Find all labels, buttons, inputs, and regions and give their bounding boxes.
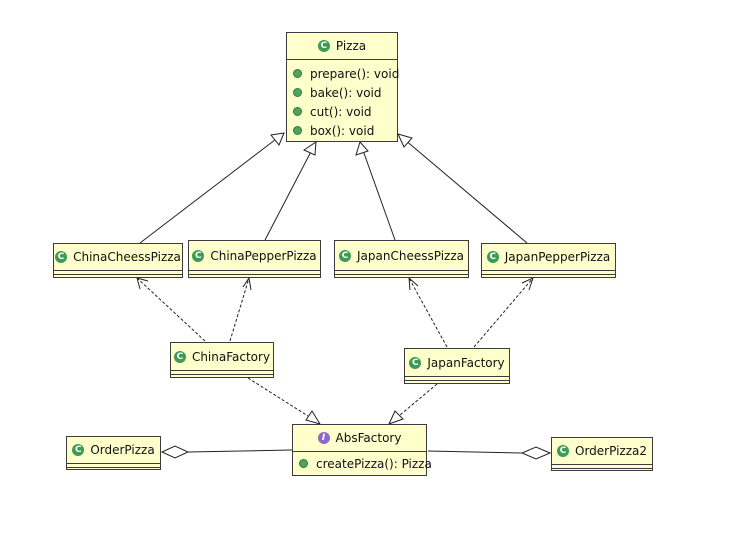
- divider: [405, 380, 509, 384]
- public-operation-icon: [299, 459, 308, 468]
- class-name: OrderPizza2: [575, 444, 647, 458]
- class-name: AbsFactory: [335, 431, 402, 445]
- public-operation-icon: [293, 69, 302, 78]
- operation-label: prepare(): void: [310, 66, 400, 81]
- divider: [54, 274, 182, 278]
- class-header: C ChinaCheessPizza: [54, 244, 182, 270]
- class-header: C ChinaPepperPizza: [189, 241, 320, 270]
- class-name: ChinaPepperPizza: [210, 248, 317, 263]
- class-name: ChinaFactory: [191, 349, 271, 364]
- class-header: C OrderPizza2: [552, 438, 652, 464]
- class-header: C OrderPizza: [67, 437, 160, 463]
- divider: [67, 463, 160, 467]
- class-japanpepperpizza[interactable]: C JapanPepperPizza: [481, 243, 616, 278]
- class-icon: C: [409, 356, 422, 369]
- class-name: JapanFactory: [427, 355, 505, 370]
- operation-label: bake(): void: [310, 85, 382, 100]
- edge-chinafactory-to-absfactory: [247, 377, 322, 425]
- divider: [552, 464, 652, 468]
- operation: prepare(): void: [287, 64, 400, 83]
- operation-label: box(): void: [310, 123, 375, 138]
- class-header: C JapanCheessPizza: [335, 241, 468, 270]
- class-name: JapanPepperPizza: [504, 250, 611, 264]
- class-icon: C: [317, 40, 330, 52]
- class-icon: C: [557, 445, 569, 457]
- edge-chinacheess-to-pizza: [139, 132, 285, 244]
- public-operation-icon: [293, 107, 302, 116]
- class-icon: C: [192, 249, 205, 262]
- class-header: C JapanPepperPizza: [482, 244, 615, 270]
- class-header: C Pizza: [287, 33, 397, 59]
- edge-chinafactory-to-chinacheess: [136, 277, 206, 342]
- interface-icon: I: [317, 432, 330, 444]
- divider: [287, 59, 397, 60]
- divider: [54, 270, 182, 274]
- edge-japanfactory-to-japancheess: [408, 276, 448, 348]
- public-operation-icon: [293, 88, 302, 97]
- operation-label: cut(): void: [310, 104, 372, 119]
- edge-chinapepper-to-pizza: [264, 141, 317, 241]
- edge-orderpizza2-to-absfactory: [427, 446, 552, 460]
- divider: [335, 270, 468, 274]
- edge-chinafactory-to-chinapepper: [229, 276, 252, 342]
- class-name: Pizza: [335, 39, 367, 53]
- class-name: OrderPizza: [90, 443, 155, 457]
- class-japanfactory[interactable]: C JapanFactory: [404, 348, 510, 384]
- divider: [405, 376, 509, 380]
- class-chinapepperpizza[interactable]: C ChinaPepperPizza: [188, 240, 321, 278]
- class-name: JapanCheessPizza: [357, 248, 464, 263]
- operation: createPizza(): Pizza: [293, 454, 432, 473]
- class-chinacheesspizza[interactable]: C ChinaCheessPizza: [53, 243, 183, 278]
- operation: cut(): void: [287, 102, 397, 121]
- divider: [189, 274, 320, 278]
- edge-orderpizza-to-absfactory: [160, 445, 293, 459]
- operation-label: createPizza(): Pizza: [316, 456, 432, 471]
- edge-japanfactory-to-absfactory: [388, 383, 438, 425]
- class-icon: C: [55, 251, 68, 263]
- edge-japanpepper-to-pizza: [397, 133, 528, 244]
- divider: [189, 270, 320, 274]
- interface-absfactory[interactable]: I AbsFactory createPizza(): Pizza: [292, 424, 432, 476]
- divider: [293, 451, 426, 452]
- divider: [67, 467, 160, 471]
- divider: [171, 374, 273, 378]
- divider: [482, 274, 615, 278]
- class-header: C ChinaFactory: [171, 343, 273, 370]
- class-pizza[interactable]: C Pizza prepare(): void bake(): void cut…: [286, 32, 400, 142]
- edge-japanfactory-to-japanpepper: [473, 277, 534, 348]
- class-icon: C: [173, 350, 186, 363]
- operations: prepare(): void bake(): void cut(): void…: [287, 60, 400, 142]
- divider: [482, 270, 615, 274]
- operation: bake(): void: [287, 83, 397, 102]
- operation: box(): void: [287, 121, 397, 140]
- divider: [171, 370, 273, 374]
- divider: [552, 468, 652, 472]
- divider: [335, 274, 468, 278]
- class-header: C JapanFactory: [405, 349, 509, 376]
- class-orderpizza2[interactable]: C OrderPizza2: [551, 437, 653, 471]
- class-chinafactory[interactable]: C ChinaFactory: [170, 342, 274, 378]
- class-orderpizza[interactable]: C OrderPizza: [66, 436, 161, 470]
- class-icon: C: [72, 444, 85, 456]
- class-name: ChinaCheessPizza: [73, 250, 181, 264]
- class-icon: C: [486, 251, 499, 263]
- operations: createPizza(): Pizza: [293, 452, 432, 475]
- class-header: I AbsFactory: [293, 425, 426, 451]
- public-operation-icon: [293, 126, 302, 135]
- class-japancheesspizza[interactable]: C JapanCheessPizza: [334, 240, 469, 278]
- class-icon: C: [339, 249, 351, 262]
- edge-japancheess-to-pizza: [355, 141, 396, 241]
